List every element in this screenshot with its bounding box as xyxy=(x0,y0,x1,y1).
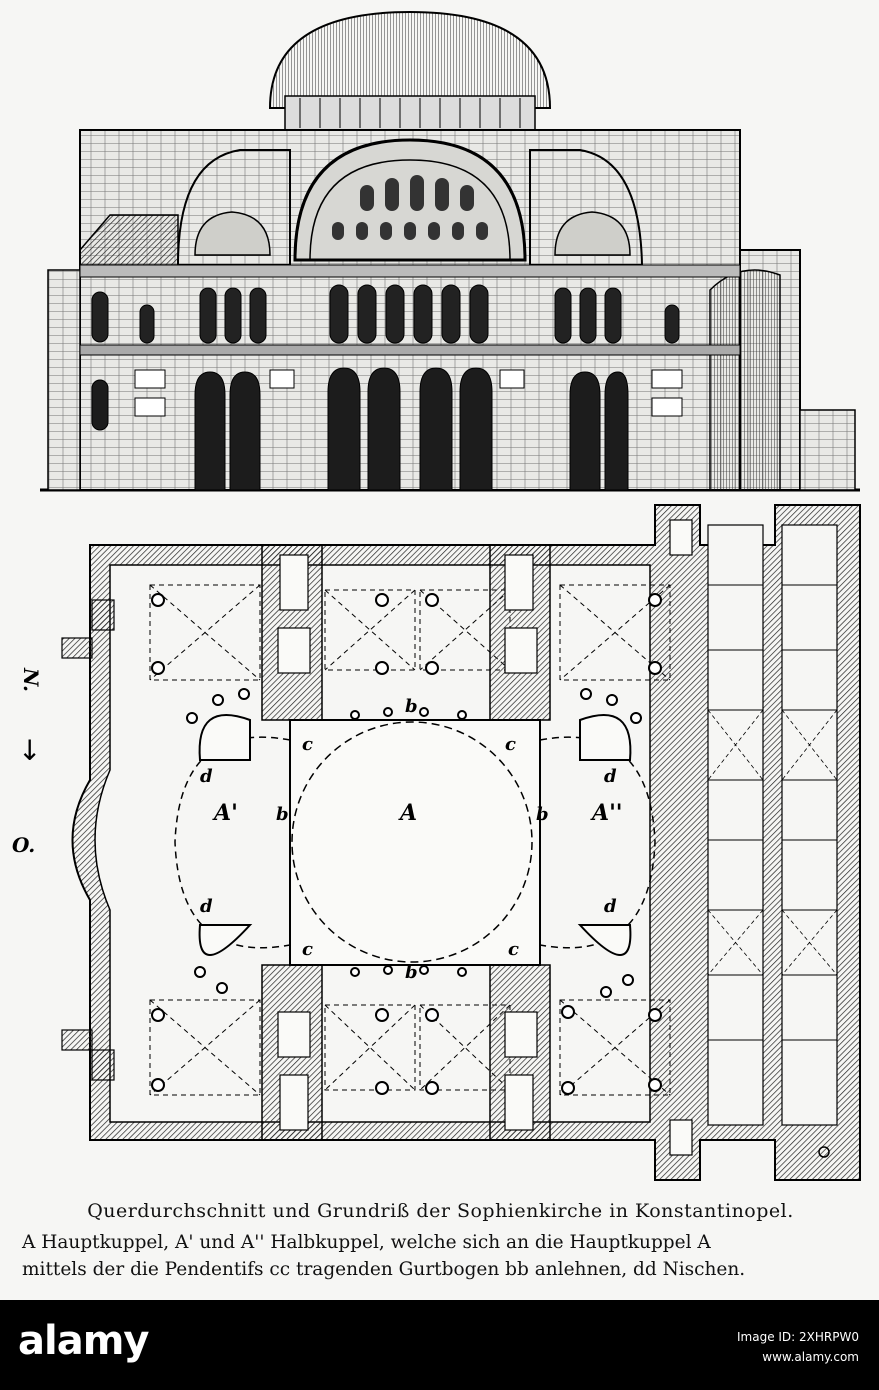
brand-logo: alamy xyxy=(18,1318,149,1364)
label-niche-ne: d xyxy=(604,766,617,787)
label-arch-bottom: b xyxy=(405,962,418,983)
label-north: N. xyxy=(19,667,43,692)
label-main-dome: A xyxy=(398,800,417,826)
north-arrow: ↓ xyxy=(18,734,41,767)
label-pendentive-se: c xyxy=(508,939,519,960)
main-dome xyxy=(268,10,552,131)
label-arch-west: b xyxy=(276,804,289,825)
label-niche-nw: d xyxy=(200,766,213,787)
label-niche-se: d xyxy=(604,896,617,917)
caption-title: Querdurchschnitt und Grundriß der Sophie… xyxy=(87,1200,794,1222)
cross-section-elevation xyxy=(40,10,860,492)
label-pendentive-nw: c xyxy=(302,734,313,755)
label-arch-east: b xyxy=(536,804,549,825)
label-half-dome-east: A'' xyxy=(590,800,623,826)
ground-plan xyxy=(61,504,861,1181)
plan-labels: N. ↓ O. A A' A'' b b b b c c c c d d d d xyxy=(12,667,623,983)
label-pendentive-ne: c xyxy=(505,734,516,755)
label-east: O. xyxy=(12,833,35,857)
label-arch-top: b xyxy=(405,696,418,717)
site-url: www.alamy.com xyxy=(762,1350,859,1364)
image-id: Image ID: 2XHRPW0 xyxy=(737,1330,859,1344)
label-pendentive-sw: c xyxy=(302,939,313,960)
label-half-dome-west: A' xyxy=(212,800,238,826)
caption-line-2: A Hauptkuppel, A' und A'' Halbkuppel, we… xyxy=(22,1232,711,1253)
stock-footer xyxy=(0,1300,879,1390)
label-niche-sw: d xyxy=(200,896,213,917)
caption-line-3: mittels der die Pendentifs cc tragenden … xyxy=(22,1259,746,1280)
engraving-figure: N. ↓ O. A A' A'' b b b b c c c c d d d d xyxy=(12,10,861,1181)
